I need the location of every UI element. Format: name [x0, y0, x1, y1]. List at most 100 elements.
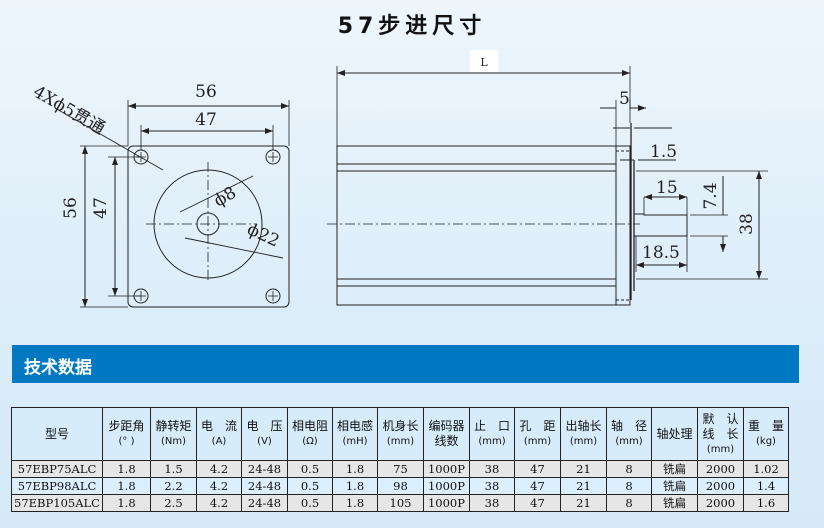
dim-length: L: [480, 56, 488, 69]
table-header: 型号 步距角(° ) 静转矩 (Nm) 电 流 (A) 电 压(V)相电阻 (Ω) 相电感 (mH…: [11, 407, 789, 461]
table-cell: 24-48: [241, 494, 288, 512]
dim-height: 56: [61, 197, 81, 219]
table-cell: 75: [377, 460, 424, 478]
header-line: 轴处理: [656, 426, 693, 441]
column-header: 重 量 (kg): [743, 407, 789, 461]
header-line: 线数: [434, 434, 459, 448]
table-cell: 1.5: [150, 460, 197, 478]
header-line: 相电感: [336, 419, 373, 433]
table-cell: 8: [606, 494, 652, 512]
column-header: 电 压(V): [241, 407, 288, 461]
table-cell: 2.2: [150, 477, 197, 495]
column-header: 默 认线 长(mm): [697, 407, 744, 461]
column-header: 轴 径 (mm): [606, 407, 652, 461]
header-line: (mm): [615, 436, 643, 447]
table-cell: 1.6: [743, 494, 789, 512]
table-cell: 105: [377, 494, 424, 512]
column-header: 相电阻 (Ω): [287, 407, 333, 461]
table-cell: 2000: [697, 494, 744, 512]
dim-flat-len: 15: [656, 178, 678, 198]
header-line: 相电阻: [291, 419, 328, 433]
dim-boss-dia: ϕ22: [244, 219, 283, 251]
header-line: 电 压: [246, 419, 283, 433]
column-header: 编码器线数: [423, 407, 470, 461]
dim-hole-pitch: 47: [195, 110, 217, 130]
table-cell: 47: [514, 460, 561, 478]
table-cell: 1.8: [332, 460, 378, 478]
dim-shaft-len: 18.5: [642, 243, 680, 263]
table-cell: 1.8: [332, 494, 378, 512]
table-cell: 铣扁: [651, 460, 698, 478]
table-cell: 98: [377, 477, 424, 495]
header-line: (Ω): [302, 436, 318, 447]
table-cell: 1000P: [423, 494, 470, 512]
dim-boss: 38: [737, 213, 757, 235]
header-line: 轴 径: [610, 419, 647, 433]
table-cell: 21: [560, 477, 607, 495]
header-line: 型号: [44, 426, 69, 441]
table-cell: 0.5: [287, 477, 333, 495]
table-cell: 57EBP98ALC: [11, 477, 103, 495]
header-line: 线 长: [702, 426, 739, 441]
table-cell: 1.02: [743, 460, 789, 478]
header-line: 步距角: [108, 419, 145, 433]
dim-width: 56: [195, 82, 217, 102]
header-line: (Nm): [160, 436, 187, 447]
header-line: (A): [211, 436, 227, 447]
table-cell: 2000: [697, 460, 744, 478]
dimension-drawing: 56 47 56 47 4Xϕ5贯通 ϕ8 ϕ22 L 5 1.5 15 7.4…: [29, 56, 768, 308]
column-header: 电 流 (A): [196, 407, 242, 461]
header-line: 出轴长: [565, 419, 602, 433]
column-header: 孔 距 (mm): [514, 407, 561, 461]
dim-flat-depth: 7.4: [701, 182, 721, 209]
header-line: 电 流: [200, 419, 237, 433]
table-cell: 47: [514, 477, 561, 495]
dim-shaft-dia: ϕ8: [211, 183, 240, 212]
header-line: (mm): [569, 436, 598, 447]
header-line: 孔 距: [519, 419, 556, 433]
page-title: 57步进尺寸: [337, 14, 487, 39]
table-cell: 1.8: [102, 494, 151, 512]
header-line: 重 量: [747, 419, 784, 433]
header-line: (mH): [342, 436, 368, 447]
header-line: 默 认: [702, 411, 739, 426]
dim-plate: 1.5: [650, 142, 677, 162]
table-cell: 2.5: [150, 494, 197, 512]
table-cell: 38: [469, 460, 515, 478]
table-cell: 8: [606, 477, 652, 495]
section-banner: 技术数据: [12, 345, 799, 383]
header-line: (kg): [756, 436, 776, 447]
header-line: 止 口: [473, 419, 510, 433]
column-header: 出轴长 (mm): [560, 407, 607, 461]
table-cell: 57EBP105ALC: [11, 494, 103, 512]
table-cell: 0.5: [287, 460, 333, 478]
table-cell: 1.8: [332, 477, 378, 495]
column-header: 相电感 (mH): [332, 407, 378, 461]
table-cell: 4.2: [196, 494, 242, 512]
table-cell: 38: [469, 494, 515, 512]
front-view: [54, 100, 290, 308]
table-cell: 24-48: [241, 477, 288, 495]
column-header: 型号: [11, 407, 103, 461]
column-header: 止 口(mm): [469, 407, 515, 461]
table-cell: 57EBP75ALC: [11, 460, 103, 478]
table-cell: 38: [469, 477, 515, 495]
column-header: 步距角(° ): [102, 407, 151, 461]
side-view: [327, 66, 768, 306]
dim-holes: 4Xϕ5贯通: [30, 82, 109, 139]
table-cell: 24-48: [241, 460, 288, 478]
column-header: 静转矩 (Nm): [150, 407, 197, 461]
table-cell: 1000P: [423, 477, 470, 495]
table-cell: 21: [560, 460, 607, 478]
table-cell: 8: [606, 460, 652, 478]
header-line: 编码器: [428, 419, 465, 433]
table-cell: 铣扁: [651, 494, 698, 512]
table-cell: 4.2: [196, 460, 242, 478]
table-cell: 47: [514, 494, 561, 512]
header-line: 静转矩: [155, 419, 192, 433]
header-line: (mm): [523, 436, 552, 447]
table-cell: 1000P: [423, 460, 470, 478]
